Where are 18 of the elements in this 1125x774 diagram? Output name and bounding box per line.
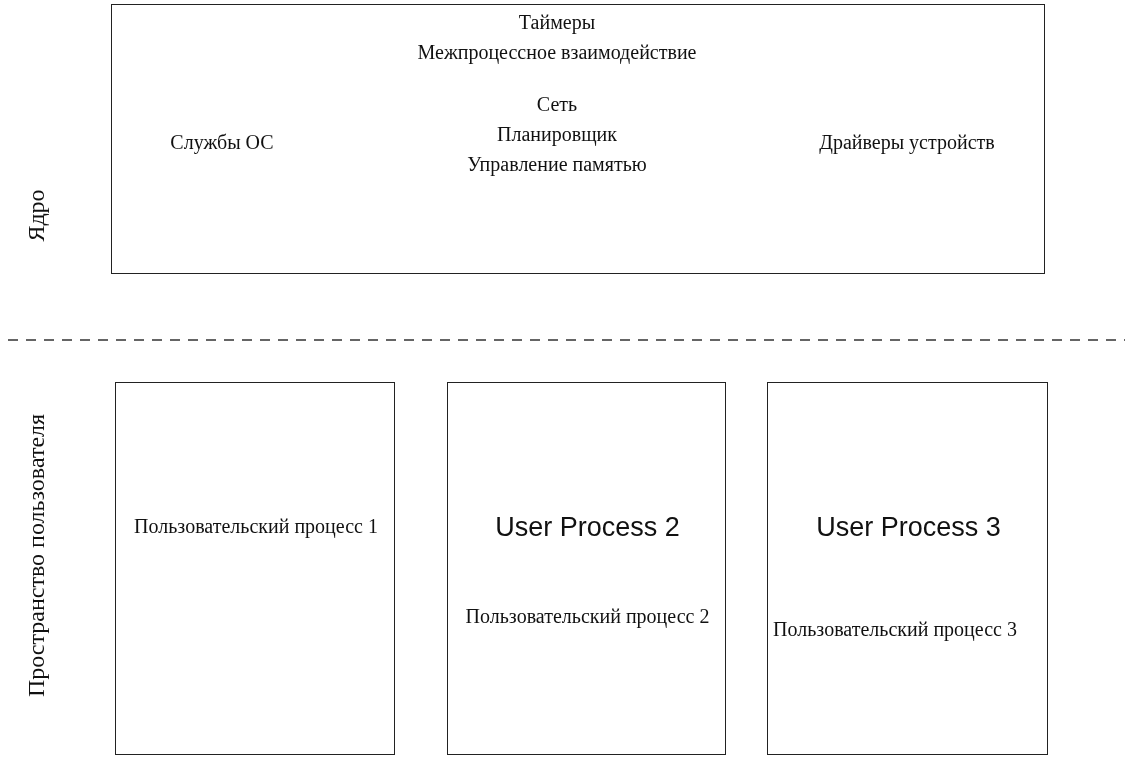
- node-text: Межпроцессное взаимодействие: [416, 40, 698, 65]
- node-text: Драйверы устройств: [818, 130, 996, 155]
- side-label: Ядро: [22, 188, 50, 242]
- side-label: Пространство пользователя: [22, 413, 50, 697]
- kernel-box: [111, 4, 1045, 274]
- node-text: Службы ОС: [169, 130, 275, 155]
- process-box: [115, 382, 395, 755]
- process-box: [447, 382, 726, 755]
- node-text: Пользовательский процесс 2: [464, 604, 711, 629]
- node-text: Планировщик: [496, 122, 618, 147]
- node-text: Сеть: [535, 92, 579, 117]
- node-text: Пользовательский процесс 1: [133, 514, 379, 539]
- process-box: [767, 382, 1048, 755]
- process-title: User Process 3: [815, 511, 1002, 544]
- node-text: Таймеры: [517, 10, 597, 35]
- node-text: Пользовательский процесс 3: [772, 617, 1018, 642]
- process-title: User Process 2: [494, 511, 681, 544]
- node-text: Управление памятью: [466, 152, 648, 177]
